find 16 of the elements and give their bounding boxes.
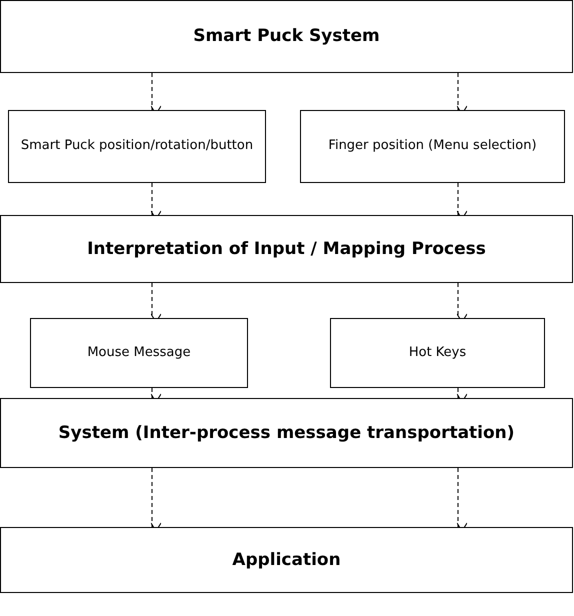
- box-label: Application: [232, 548, 341, 572]
- process-box: [300, 110, 565, 183]
- process-box: [0, 398, 573, 468]
- process-box: [8, 110, 266, 183]
- box-label: Smart Puck position/rotation/button: [20, 137, 254, 156]
- box-label: Mouse Message: [87, 344, 191, 362]
- box-label: Interpretation of Input / Mapping Process: [87, 238, 486, 261]
- process-box: [0, 527, 573, 593]
- process-box: [0, 215, 573, 283]
- process-box: [0, 0, 573, 73]
- box-label: System (Inter-process message transportation): [58, 422, 515, 445]
- process-box: [330, 318, 545, 388]
- process-box: [30, 318, 248, 388]
- box-label: Finger position (Menu selection): [328, 137, 537, 156]
- box-label: Smart Puck System: [193, 25, 380, 48]
- box-label: Hot Keys: [408, 344, 466, 362]
